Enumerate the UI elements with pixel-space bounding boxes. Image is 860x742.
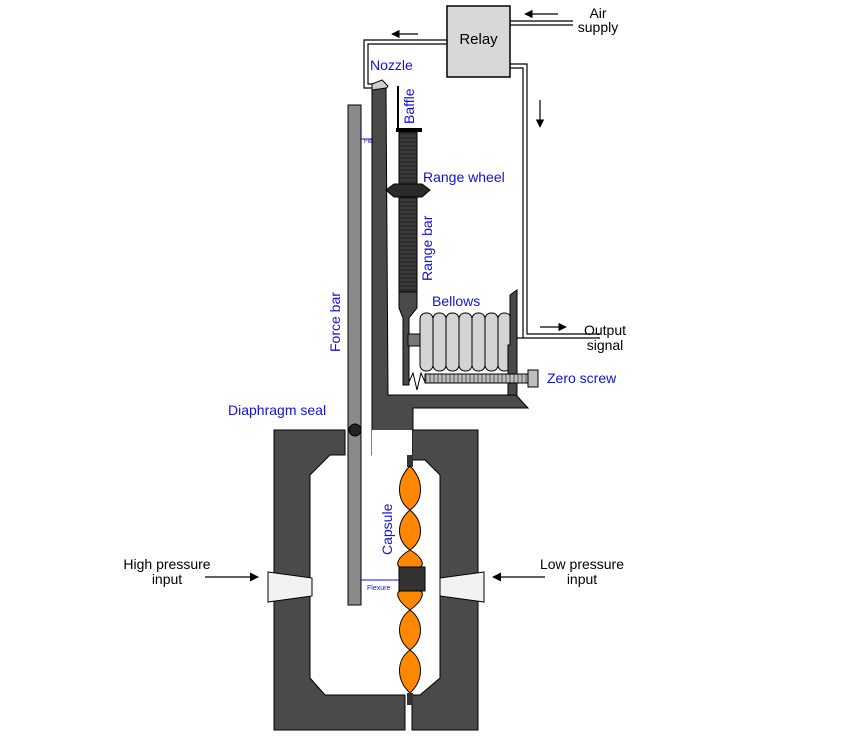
force-bar-label: Force bar — [327, 292, 343, 352]
capsule — [397, 455, 426, 705]
bellows-assembly — [407, 289, 518, 396]
lever-arm — [371, 87, 530, 456]
bellows-bracket — [507, 289, 518, 396]
low-pressure-label-line2: input — [567, 571, 597, 587]
high-pressure-label-line1: High pressure — [123, 556, 210, 572]
low-pressure-port — [439, 571, 485, 603]
diaphragm-seal-label: Diaphragm seal — [228, 402, 326, 418]
bellows — [419, 312, 512, 372]
range-wheel — [385, 183, 431, 198]
output-signal-label-line2: signal — [587, 337, 624, 353]
flexure-bottom-label: Flexure — [367, 585, 390, 592]
zero-spring — [408, 371, 426, 391]
force-bar — [347, 104, 362, 606]
range-wheel-label: Range wheel — [423, 169, 505, 185]
zero-screw-shaft — [424, 373, 529, 384]
capsule-centre-block — [398, 566, 426, 592]
capsule-upper-lobe — [397, 465, 423, 568]
relay-box — [446, 5, 511, 78]
diaphragm-seal — [348, 423, 362, 437]
air-supply-label-line1: Air — [589, 5, 606, 21]
range-bar — [398, 131, 418, 293]
high-pressure-label-line2: input — [152, 571, 182, 587]
bellows-label: Bellows — [432, 293, 480, 309]
air-supply-tube — [510, 20, 573, 26]
low-pressure-label-line1: Low pressure — [540, 556, 624, 572]
relay-label: Relay — [459, 31, 498, 48]
zero-screw-head — [527, 369, 539, 388]
output-tube — [510, 63, 600, 339]
relay-assembly: Relay — [446, 5, 511, 78]
baffle — [396, 86, 422, 132]
output-signal-label-line1: Output — [584, 322, 626, 338]
capsule-label: Capsule — [379, 503, 395, 555]
bellows-left-rod — [407, 333, 421, 347]
nozzle-label: Nozzle — [370, 57, 413, 73]
high-pressure-port — [267, 571, 313, 603]
body-top-gap — [372, 430, 412, 460]
baffle-label: Baffle — [401, 88, 417, 124]
range-bar-label: Range bar — [419, 215, 435, 281]
air-supply-label-line2: supply — [578, 19, 618, 35]
zero-screw-label: Zero screw — [547, 370, 617, 386]
capsule-lower-lobe — [397, 590, 423, 694]
